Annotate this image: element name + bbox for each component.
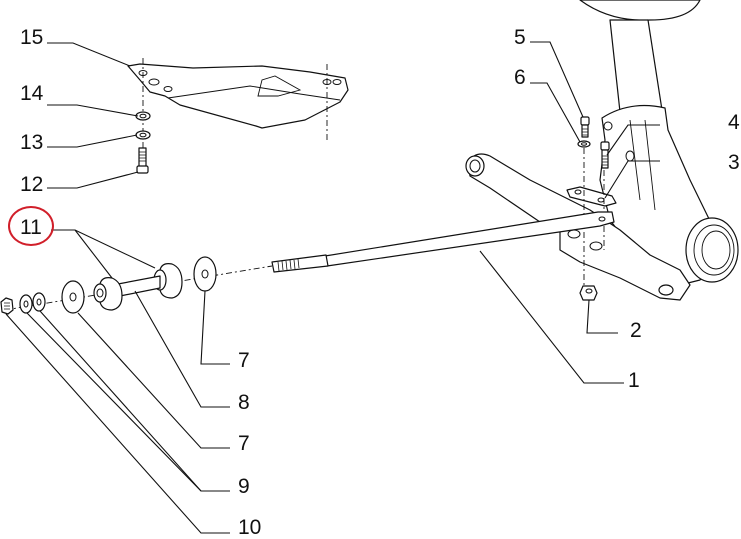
callout-2: 2 xyxy=(630,319,642,342)
sleeve-8 xyxy=(117,275,161,297)
callout-6: 6 xyxy=(514,66,526,89)
tie-rod-1 xyxy=(271,211,615,273)
callout-15: 15 xyxy=(20,26,44,49)
callout-7-upper: 7 xyxy=(238,349,250,372)
washer-7-right xyxy=(193,256,217,292)
bushing-11-left xyxy=(93,277,123,311)
callout-8: 8 xyxy=(238,391,250,414)
callout-11: 11 xyxy=(20,216,42,239)
callout-4: 4 xyxy=(728,111,740,134)
callout-12: 12 xyxy=(20,173,44,196)
callout-10: 10 xyxy=(238,516,262,539)
washer-13 xyxy=(135,130,151,140)
mounting-bracket xyxy=(127,58,349,170)
washer-6 xyxy=(577,140,591,148)
bolt-12 xyxy=(136,147,149,174)
callout-5: 5 xyxy=(514,26,526,49)
washer-9a xyxy=(19,294,33,314)
callout-13: 13 xyxy=(20,131,44,154)
callout-9: 9 xyxy=(238,475,250,498)
leader-lines xyxy=(5,41,660,534)
highlight-ring-11 xyxy=(8,206,54,246)
callout-14: 14 xyxy=(20,82,44,105)
washer-9b xyxy=(32,292,46,312)
callout-1: 1 xyxy=(628,369,640,392)
washer-7-left xyxy=(61,280,85,314)
washer-14 xyxy=(135,111,151,121)
callout-3: 3 xyxy=(728,151,740,174)
bolt-4 xyxy=(600,141,610,169)
nut-2 xyxy=(579,285,598,301)
bolt-5 xyxy=(580,116,590,138)
callout-7-lower: 7 xyxy=(238,432,250,455)
nut-10 xyxy=(0,297,14,315)
